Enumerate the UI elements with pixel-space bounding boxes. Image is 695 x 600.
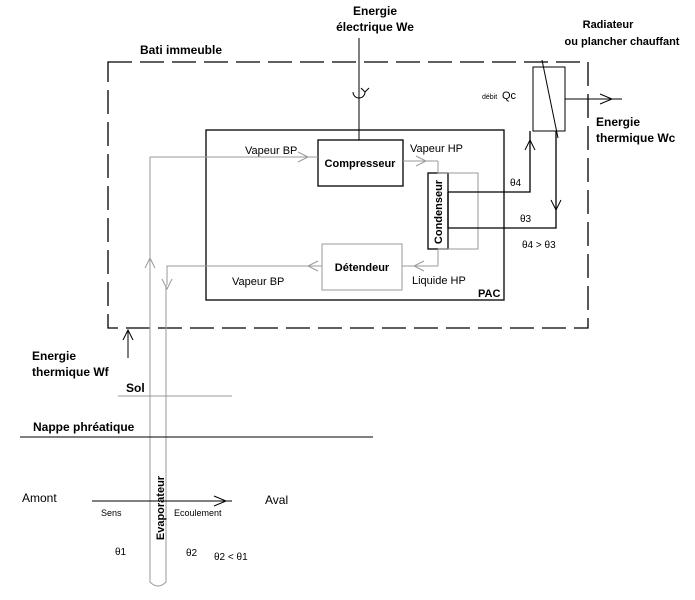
evaporator-up-arrowhead [144,256,156,269]
hot-water-supply-arrowhead [524,138,536,151]
cold-water-return-line [447,131,557,229]
evaporator-down-arrowhead [161,278,173,291]
energie-thermique-wc-label-2: thermique Wc [596,131,676,145]
vapeur-hp-label: Vapeur HP [410,143,463,155]
detendeur-box [321,243,403,291]
bati-immeuble-label: Bati immeuble [140,43,222,57]
suction-line [149,156,318,268]
evaporateur-label: Evaporateur [155,475,167,540]
liquid-arrowhead [412,260,425,272]
radiator-diagonal [541,59,559,139]
flow-direction-arrowhead [213,495,228,507]
radiateur-label-1: Radiateur [583,19,634,31]
ecoulement-label: Ecoulement [174,508,222,518]
energie-electrique-label-1: Energie [353,4,397,18]
theta2-lt-theta1-label: θ2 < θ1 [214,552,248,563]
theta1-label: θ1 [115,547,127,558]
energie-thermique-wf-label-1: Energie [32,349,76,363]
pac-box [205,129,505,301]
sol-label: Sol [126,381,145,395]
radiator-box [532,66,566,132]
sens-label: Sens [101,508,122,518]
theta4-gt-theta3-label: θ4 > θ3 [522,240,556,251]
motor-rotation-arrow [360,87,370,93]
condenseur-label: Condenseur [433,179,445,244]
vapeur-bp-top-label: Vapeur BP [245,145,297,157]
expansion-outlet-line [166,265,322,285]
compresseur-label: Compresseur [325,158,397,170]
debit-prefix: débit [482,94,497,101]
nappe-phreatique-label: Nappe phréatique [33,420,135,434]
energie-thermique-wc-label-1: Energie [596,115,640,129]
expansion-outlet-arrowhead [306,260,319,272]
aval-label: Aval [265,493,288,507]
liquide-hp-label: Liquide HP [412,275,466,287]
compresseur-box [317,139,404,187]
refrigerant-condenser-loop [437,161,479,250]
hot-water-supply-line [448,131,531,193]
energie-electrique-label-2: électrique We [336,20,414,34]
amont-label: Amont [22,491,57,505]
energie-thermique-wf-label-2: thermique Wf [32,365,110,379]
vapeur-bp-bottom-label: Vapeur BP [232,276,284,288]
heat-input-arrowhead [122,328,134,341]
theta3-label: θ3 [520,214,532,225]
suction-arrowhead [297,151,310,163]
discharge-arrowhead [415,155,428,167]
pac-label: PAC [478,288,500,300]
motor-rotation-icon [352,91,366,99]
building-boundary [107,61,589,329]
cold-water-return-arrowhead [550,199,562,212]
heat-output-arrowhead [599,93,614,105]
evaporator-tube [149,268,167,587]
theta4-label: θ4 [510,178,522,189]
radiateur-label-2: ou plancher chauffant [565,36,680,48]
detendeur-label: Détendeur [335,262,390,274]
debit-qc-label: Qc [502,90,517,102]
theta2-label: θ2 [186,548,198,559]
